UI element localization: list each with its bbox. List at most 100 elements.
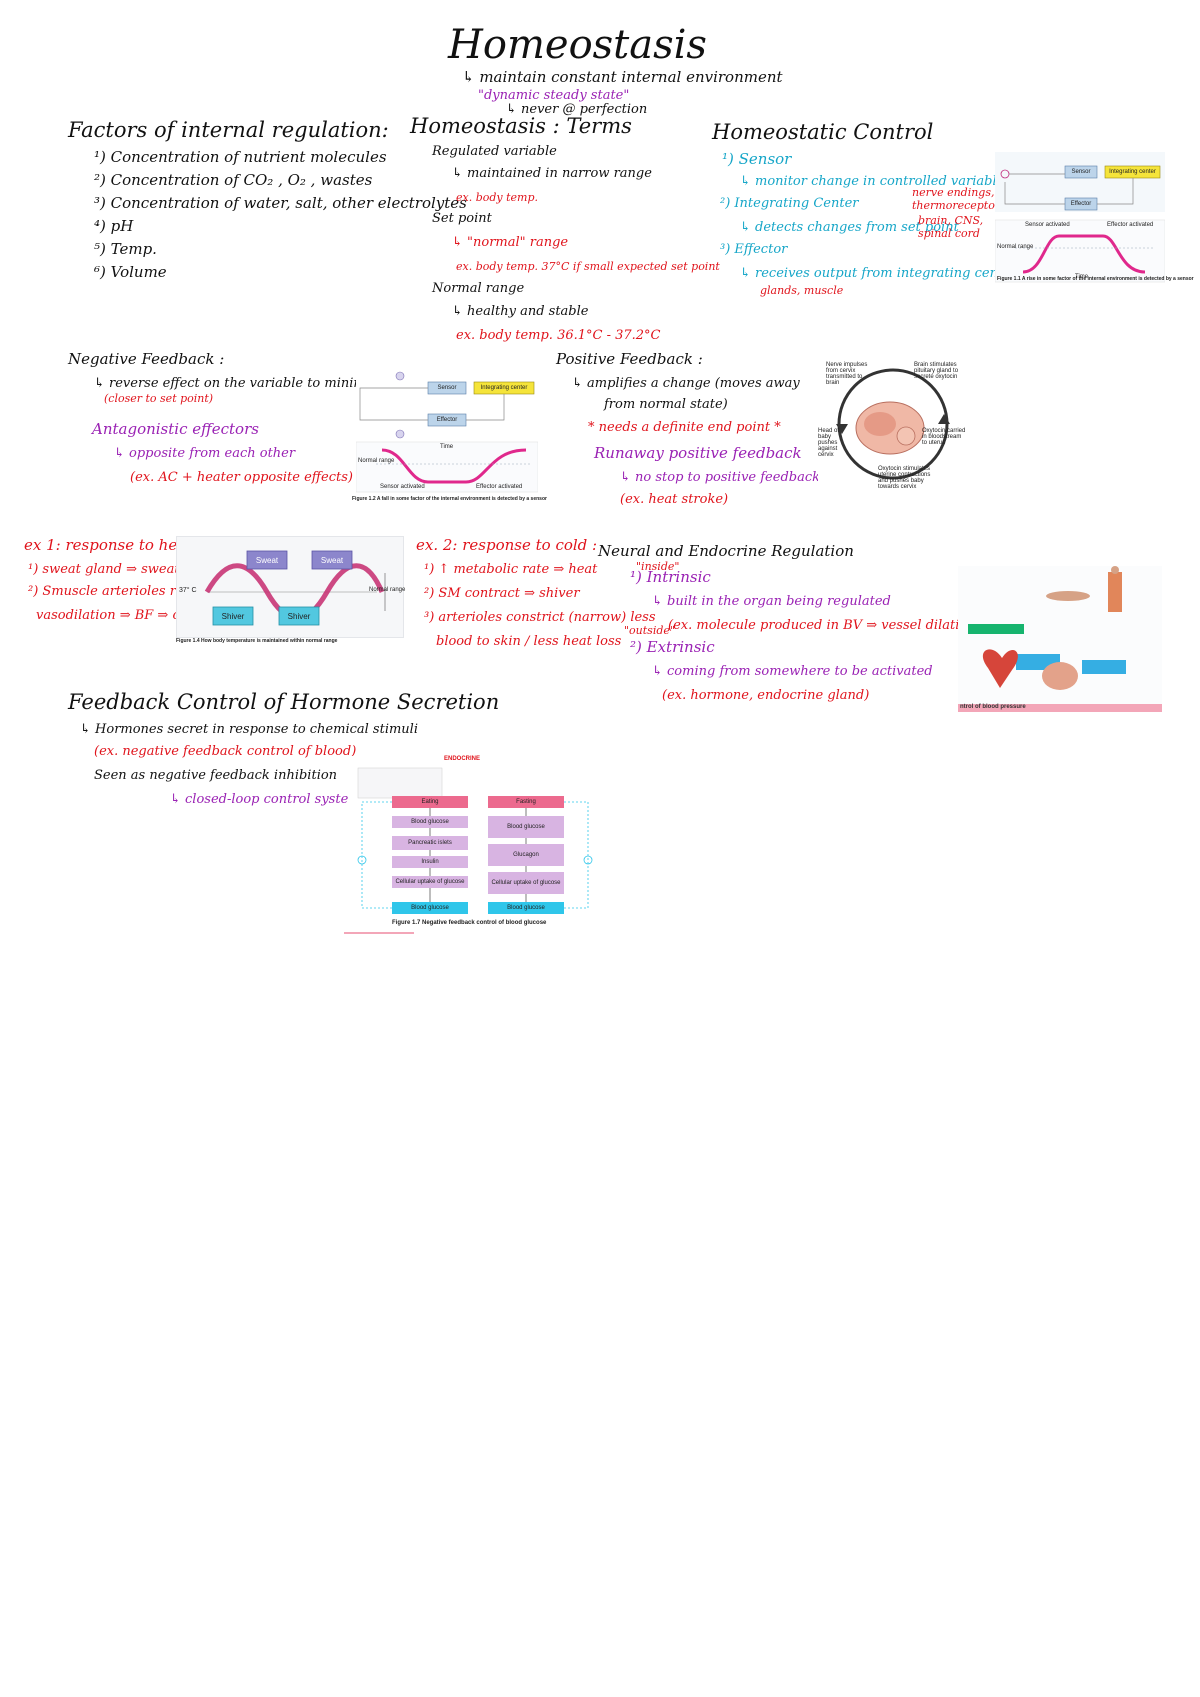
fig12-sensor-activated: Sensor activated xyxy=(380,484,425,490)
temp-label: 37° C xyxy=(179,587,197,594)
blood-glucose-box: Blood glucose xyxy=(411,905,449,911)
antagonistic-example: (ex. AC + heater opposite effects) xyxy=(130,470,353,485)
control-sensor-sub: ↳ monitor change in controlled variable xyxy=(740,174,1005,189)
labor-step-5: Head of baby pushes against cervix xyxy=(818,428,840,458)
sweat-box: Sweat xyxy=(255,555,279,565)
factor-item: ³) Concentration of water, salt, other e… xyxy=(94,194,467,212)
positive-heading: Positive Feedback : xyxy=(556,350,703,368)
runaway-example: (ex. heat stroke) xyxy=(620,492,729,507)
eating-box: Eating xyxy=(421,799,439,805)
normal-range-sub: ↳ healthy and stable xyxy=(452,304,589,319)
shiver-box: Shiver xyxy=(221,611,245,621)
factor-item: ¹) Concentration of nutrient molecules xyxy=(94,148,387,166)
figure-1-7: ENDOCRINE Eating Fasting Blood glucose B… xyxy=(348,756,596,932)
control-heading: Homeostatic Control xyxy=(712,120,934,144)
page-divider xyxy=(344,932,414,934)
control-effector: ³) Effector xyxy=(720,242,788,257)
fig11-effector-box: Effector xyxy=(1070,201,1092,207)
positive-line-1: ↳ amplifies a change (moves away xyxy=(572,376,800,391)
fig12-effector-box: Effector xyxy=(436,417,458,423)
set-point: Set point xyxy=(432,211,492,226)
blood-pressure-graphic xyxy=(958,566,1162,712)
blood-pressure-caption: ntrol of blood pressure xyxy=(960,704,1026,710)
positive-line-2: from normal state) xyxy=(604,397,728,412)
intrinsic: ¹) Intrinsic xyxy=(630,568,711,586)
cold-line-2: ²) SM contract ⇒ shiver xyxy=(424,586,580,601)
glucagon-box: Glucagon xyxy=(513,852,539,858)
extrinsic: ²) Extrinsic xyxy=(630,638,715,656)
regulated-example: ex. body temp. xyxy=(456,191,539,204)
labor-figure-graphic xyxy=(836,368,950,480)
fig12-center-box: Integrating center xyxy=(480,385,528,391)
normal-range: Normal range xyxy=(432,281,525,296)
negative-line-2: (closer to set point) xyxy=(104,392,214,405)
set-point-sub: ↳ "normal" range xyxy=(452,235,569,250)
cold-line-1: ¹) ↑ metabolic rate ⇒ heat xyxy=(424,562,598,577)
intro-line-3: ↳ never @ perfection xyxy=(506,102,648,117)
regulated-variable: Regulated variable xyxy=(432,144,557,159)
heat-heading: ex 1: response to heat : xyxy=(24,536,203,554)
insulin-box: Insulin xyxy=(421,859,439,865)
figure-1-4: Sweat Sweat Shiver Shiver 37° C Normal r… xyxy=(176,536,406,638)
blood-glucose-box: Blood glucose xyxy=(507,824,545,830)
figure-1-1-graphic xyxy=(994,152,1166,283)
blood-glucose-box: Blood glucose xyxy=(507,905,545,911)
cellular-uptake-box: Cellular uptake of glucose xyxy=(395,879,465,885)
page-title: Homeostasis xyxy=(448,22,707,68)
center-note: brain, CNS, xyxy=(918,214,984,227)
labor-step-1: Nerve impulses from cervix transmitted t… xyxy=(826,362,868,386)
intro-line-2: "dynamic steady state" xyxy=(478,88,630,103)
fig14-caption: Figure 1.4 How body temperature is maint… xyxy=(176,638,338,644)
intrinsic-example: (ex. molecule produced in BV ⇒ vessel di… xyxy=(668,618,981,633)
hormone-line-3: Seen as negative feedback inhibition xyxy=(94,768,338,783)
runaway-feedback: Runaway positive feedback xyxy=(594,444,802,462)
negative-heading: Negative Feedback : xyxy=(68,350,225,368)
labor-step-2: Brain stimulates pituitary gland to secr… xyxy=(914,362,959,380)
normal-range-example: ex. body temp. 36.1°C - 37.2°C xyxy=(456,328,661,343)
intro-line-1: ↳ maintain constant internal environment xyxy=(462,68,783,86)
control-effector-sub2: glands, muscle xyxy=(760,284,844,297)
fig11-effector-activated: Effector activated xyxy=(1107,222,1154,228)
fig11-normal-range: Normal range xyxy=(997,244,1034,250)
fig11-time: Time xyxy=(1075,274,1089,280)
extrinsic-sub: ↳ coming from somewhere to be activated xyxy=(652,664,933,679)
control-center-sub: ↳ detects changes from set point xyxy=(740,220,959,235)
cold-heading: ex. 2: response to cold : xyxy=(416,536,598,554)
heat-line-1: ¹) sweat gland ⇒ sweat xyxy=(28,562,180,577)
labor-figure: Nerve impulses from cervix transmitted t… xyxy=(818,358,968,490)
figure-1-2-graphic xyxy=(355,371,539,493)
extrinsic-example: (ex. hormone, endocrine gland) xyxy=(662,688,870,703)
positive-line-3: * needs a definite end point * xyxy=(588,420,781,435)
fig11-center-box: Integrating center xyxy=(1109,169,1156,175)
center-note: spinal cord xyxy=(918,227,980,240)
cold-line-3: ³) arterioles constrict (narrow) less xyxy=(424,610,656,625)
extrinsic-note: "outside" xyxy=(624,624,675,637)
antagonistic-effectors: Antagonistic effectors xyxy=(92,420,259,438)
regulated-sub: ↳ maintained in narrow range xyxy=(452,166,652,181)
set-point-example: ex. body temp. 37°C if small expected se… xyxy=(456,260,720,273)
blood-pressure-figure: ntrol of blood pressure xyxy=(958,566,1162,712)
factors-heading: Factors of internal regulation: xyxy=(68,118,389,142)
figure-1-1: Sensor Integrating center Effector Senso… xyxy=(994,152,1166,292)
hormone-line-4: ↳ closed-loop control system xyxy=(170,792,361,807)
fig11-sensor-activated: Sensor activated xyxy=(1025,222,1070,228)
figure-1-7-graphic xyxy=(357,767,593,914)
islets-box: Pancreatic islets xyxy=(408,840,452,846)
intrinsic-sub: ↳ built in the organ being regulated xyxy=(652,594,891,609)
figure-1-4-graphic xyxy=(204,550,386,626)
fasting-box: Fasting xyxy=(516,799,536,805)
factor-item: ⁴) pH xyxy=(94,217,134,235)
control-center: ²) Integrating Center xyxy=(720,196,859,211)
fig12-effector-activated: Effector activated xyxy=(476,484,523,490)
sweat-box: Sweat xyxy=(320,555,344,565)
factor-item: ⁶) Volume xyxy=(94,263,167,281)
fig14-normal-range: Normal range xyxy=(369,587,406,593)
endocrine-label: ENDOCRINE xyxy=(444,756,481,762)
fig12-time: Time xyxy=(440,444,454,450)
cellular-uptake-box: Cellular uptake of glucose xyxy=(491,880,561,886)
sensor-note: nerve endings, xyxy=(912,186,995,199)
hormone-line-2: (ex. negative feedback control of blood) xyxy=(94,744,357,759)
labor-step-3: Oxytocin carried in bloodstream to uteru… xyxy=(922,428,966,446)
heat-line-2: ²) Smuscle arterioles relax ⇒ xyxy=(28,584,218,599)
labor-step-4: Oxytocin stimulates uterine contractions… xyxy=(878,466,931,490)
